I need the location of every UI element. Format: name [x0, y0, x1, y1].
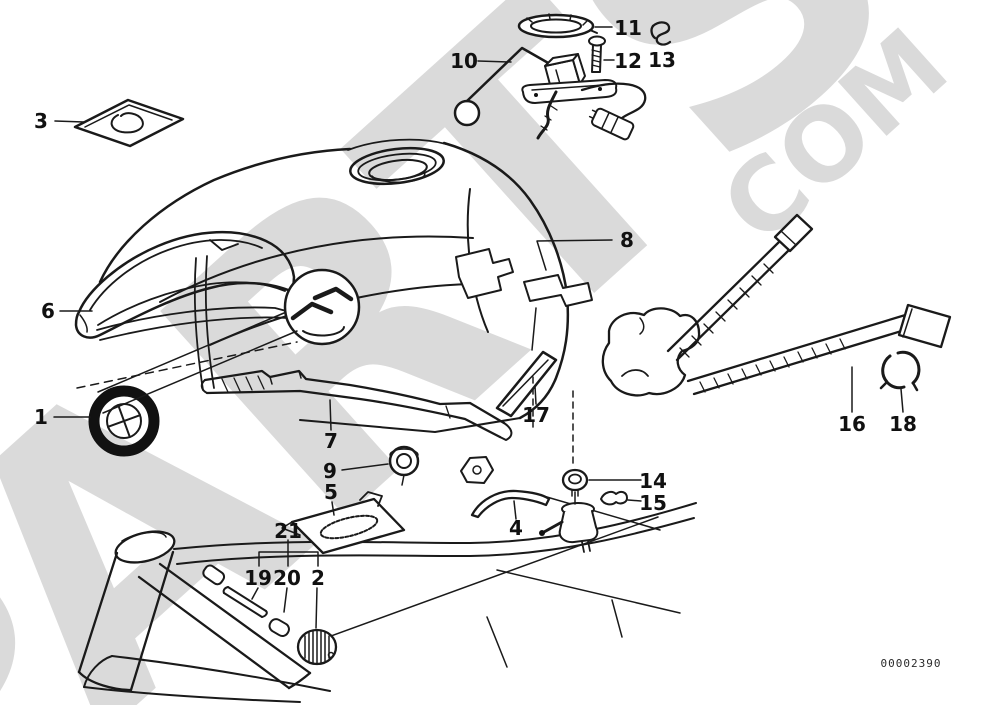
- side-cover-drawing: [74, 230, 361, 346]
- part-label-18: 18: [889, 412, 917, 436]
- part-label-17: 17: [522, 403, 550, 427]
- part-label-13: 13: [648, 48, 676, 72]
- bar-claw-bracket: [601, 307, 701, 397]
- leader-4: [513, 500, 517, 520]
- alignment-dash-line: [76, 341, 298, 389]
- part-label-9: 9: [323, 459, 337, 483]
- leader-21-bracket: [258, 539, 319, 567]
- leader-9: [341, 463, 389, 471]
- part-label-3: 3: [34, 109, 48, 133]
- frame-lug: [202, 564, 226, 586]
- gasket-ring: [517, 13, 598, 39]
- frame-drawing: [77, 494, 697, 703]
- grommet-9: [388, 445, 420, 486]
- screw: [588, 35, 606, 73]
- frame-downtube: [137, 575, 291, 690]
- part-label-16: 16: [838, 412, 866, 436]
- frame-brace-line-1: [319, 516, 659, 641]
- float: [453, 99, 481, 127]
- tank-rear-tab: [455, 248, 514, 299]
- leader-7: [329, 399, 332, 431]
- fuel-tank-drawing: [98, 138, 593, 433]
- spring-clip: [650, 21, 672, 46]
- emblem-plate: [73, 98, 185, 148]
- bar-rod-lower: [686, 311, 920, 396]
- fuel-tap: [539, 502, 599, 553]
- horseshoe-clip: [879, 350, 921, 392]
- part-label-14: 14: [639, 469, 667, 493]
- leader-20: [283, 587, 288, 613]
- side-cover-outline: [74, 230, 296, 339]
- leader-8: [536, 239, 613, 271]
- leader-15: [627, 499, 642, 502]
- hose-guide-arc: [470, 489, 551, 519]
- part-labels: 1 2 3 4 5 6 7 8 9 10 11 12 13 14 15 16 1…: [34, 16, 917, 590]
- part-label-8: 8: [620, 228, 634, 252]
- hose-clamp: [460, 456, 494, 484]
- part-label-21: 21: [274, 519, 302, 543]
- tank-bottom-edge: [299, 417, 521, 433]
- clip-15: [600, 490, 628, 506]
- leader-10: [477, 60, 512, 63]
- leader-18: [900, 388, 904, 413]
- bar-end-cap-upper: [773, 213, 814, 253]
- part-label-12: 12: [614, 49, 642, 73]
- fuel-tap-lever: [542, 520, 564, 534]
- leader-19: [251, 587, 259, 600]
- sleeve-20: [268, 618, 290, 637]
- frame-rail-lower: [176, 517, 695, 565]
- sender-cable: [580, 82, 647, 120]
- tank-right-edge: [442, 141, 570, 420]
- grommet-14: [561, 468, 589, 497]
- leader-2: [315, 587, 318, 629]
- knurled-knob-2: [296, 628, 338, 666]
- tank-rear-hook: [523, 274, 593, 307]
- leader-lines: [53, 26, 904, 629]
- part-label-10: 10: [450, 49, 478, 73]
- mounting-bar-assembly: [601, 213, 952, 397]
- part-label-6: 6: [41, 299, 55, 323]
- part-label-11: 11: [614, 16, 642, 40]
- frame-rail-upper: [173, 502, 697, 550]
- part-label-15: 15: [639, 491, 667, 515]
- rubber-pad-strip: [495, 350, 558, 418]
- leader-5: [331, 501, 335, 516]
- part-label-5: 5: [324, 480, 338, 504]
- part-label-19: 19: [244, 566, 272, 590]
- bracket-plate-5: [281, 491, 406, 555]
- leader-3: [54, 120, 85, 123]
- bar-end-block: [897, 303, 952, 349]
- trim-strip-drawing: [200, 369, 513, 484]
- connector: [588, 107, 635, 141]
- pin-19: [222, 586, 268, 618]
- part-label-20: 20: [273, 566, 301, 590]
- part-label-1: 1: [34, 405, 48, 429]
- tank-filler-opening: [349, 146, 445, 186]
- tank-contour-a: [159, 235, 474, 303]
- float-arm: [465, 46, 552, 103]
- frame-bottom-tube: [111, 655, 331, 692]
- tank-front-edge: [98, 147, 352, 284]
- fuel-sender-assembly: [453, 46, 647, 141]
- part-label-2: 2: [311, 566, 325, 590]
- document-number: 00002390: [881, 657, 942, 670]
- part-label-7: 7: [324, 429, 338, 453]
- frame-brace-line-2: [496, 569, 681, 614]
- part-label-4: 4: [509, 516, 523, 540]
- leader-17: [534, 385, 537, 405]
